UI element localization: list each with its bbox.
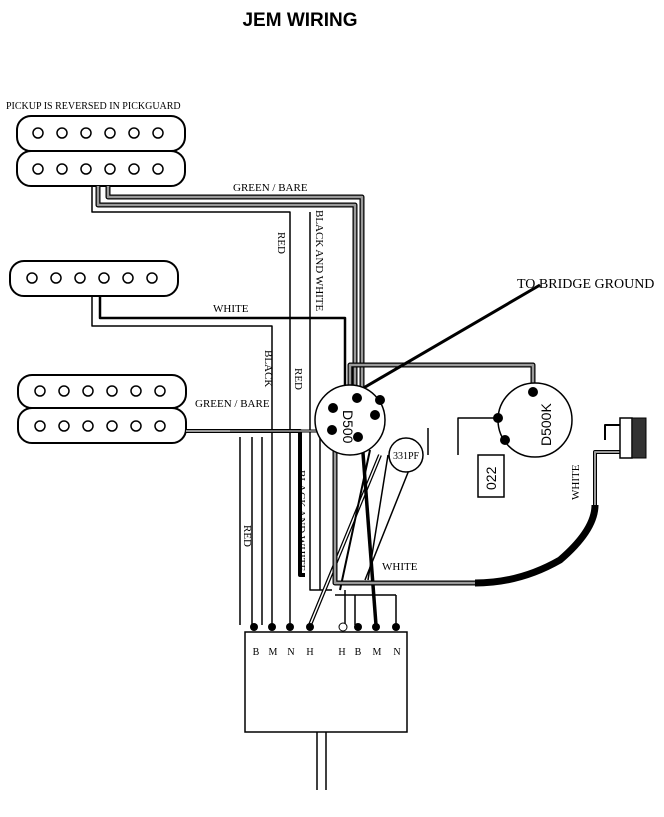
wire-label-white-jack: WHITE xyxy=(570,464,582,500)
capacitor-label: 331PF xyxy=(393,451,420,462)
middle-single-coil xyxy=(9,260,179,297)
wire-label-red-mid: RED xyxy=(292,368,304,390)
tone-capacitor: 022 xyxy=(477,454,505,498)
tone-cap-label: 022 xyxy=(483,466,499,490)
wire-label-white-lower: WHITE xyxy=(382,561,418,573)
switch-terminal-n2: N xyxy=(393,647,400,658)
wire-label-black-white-top: BLACK AND WHITE xyxy=(313,210,325,312)
wire-label-red-top: RED xyxy=(275,232,287,254)
bridge-humbucker xyxy=(17,374,187,444)
tone-pot-label: D500K xyxy=(538,403,554,446)
switch-terminal-h1: H xyxy=(306,647,313,658)
switch-terminal-n1: N xyxy=(287,647,294,658)
wire-label-green-bare-top: GREEN / BARE xyxy=(233,182,308,194)
switch-terminal-b1: B xyxy=(253,647,260,658)
diagram-title: JEM WIRING xyxy=(242,10,357,31)
switch-terminal-m2: M xyxy=(373,647,382,658)
wire-label-black-white-low: BLACK AND WHITE xyxy=(295,470,307,572)
capacitor-331pf: 331PF xyxy=(388,437,424,473)
switch-terminal-m1: M xyxy=(269,647,278,658)
wire-label-green-bare-bottom: GREEN / BARE xyxy=(195,398,270,410)
output-jack xyxy=(619,417,647,459)
neck-humbucker xyxy=(16,115,186,187)
switch-terminal-h2: H xyxy=(338,647,345,658)
wires xyxy=(91,186,620,790)
five-way-switch: B M N H H B M N xyxy=(244,622,408,733)
bridge-ground-note: TO BRIDGE GROUND xyxy=(517,277,654,292)
wire-label-red-low: RED xyxy=(241,525,253,547)
switch-terminal-b2: B xyxy=(355,647,362,658)
wire-label-white-mid: WHITE xyxy=(213,303,249,315)
volume-pot-label: D500 xyxy=(340,410,356,444)
tone-pot: D500K xyxy=(493,382,573,458)
wire-label-black-mid: BLACK xyxy=(262,350,274,387)
pickup-reversed-note: PICKUP IS REVERSED IN PICKGUARD xyxy=(6,101,181,112)
volume-pot: D500 xyxy=(314,384,386,456)
